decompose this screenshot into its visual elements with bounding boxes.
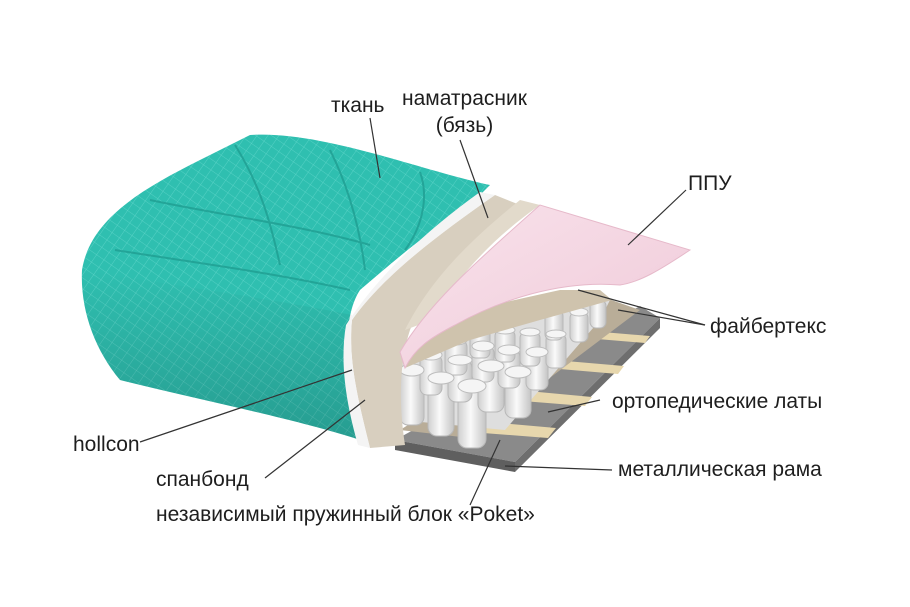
leader-lines [139,117,706,506]
label-fibertex: файбертекс [710,315,827,338]
spunbond-layer [351,195,520,448]
label-topper-line1: наматрасник [402,87,527,110]
label-spring-block: независимый пружинный блок «Poket» [156,503,535,526]
label-hollcon: hollcon [73,433,140,456]
topper-layer [405,200,540,330]
label-topper: наматрасник (бязь) [402,88,527,136]
label-frame: металлическая рама [618,458,822,481]
label-fabric: ткань [331,94,385,117]
label-foam: ППУ [688,172,732,195]
hollcon-layer [343,192,495,448]
spring-block [395,299,610,449]
label-spunbond: спанбонд [156,468,249,491]
fibertex-upper-layer [398,290,612,368]
fabric-cushion [81,134,490,440]
label-slats: ортопедические латы [612,390,823,413]
label-topper-line2: (бязь) [435,114,494,137]
foam-layer [399,204,692,370]
